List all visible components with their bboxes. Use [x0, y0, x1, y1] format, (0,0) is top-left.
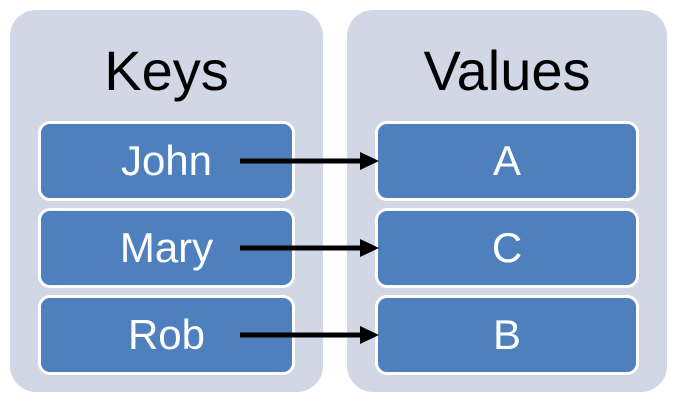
- keys-panel-title: Keys: [104, 39, 229, 102]
- values-panel-title: Values: [423, 39, 591, 102]
- key-box-mary: Mary: [38, 208, 295, 288]
- key-box-rob: Rob: [38, 295, 295, 375]
- value-box-b: B: [375, 295, 639, 375]
- value-box-c: C: [375, 208, 639, 288]
- key-box-john: John: [38, 121, 295, 201]
- value-box-a: A: [375, 121, 639, 201]
